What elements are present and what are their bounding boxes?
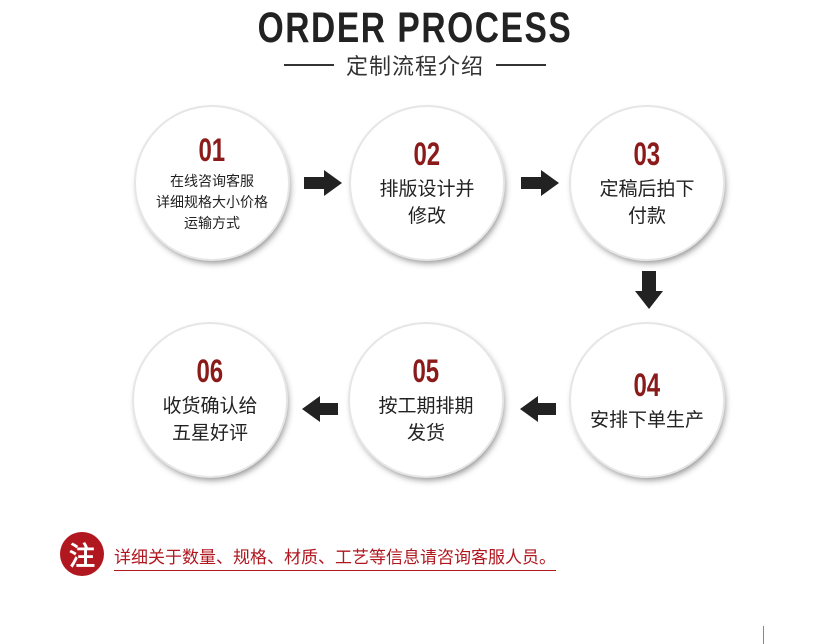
step-text: 在线咨询客服 详细规格大小价格 运输方式 xyxy=(156,172,268,235)
step-text-line: 安排下单生产 xyxy=(589,408,704,431)
step-text-line: 按工期排期 xyxy=(378,395,474,417)
step-text-line: 定稿后拍下 xyxy=(599,178,695,200)
step-text-line: 发货 xyxy=(406,422,445,444)
step-text: 收货确认给 五星好评 xyxy=(162,393,257,447)
step-number: 04 xyxy=(633,366,661,403)
step-04: 04 安排下单生产 xyxy=(571,324,723,476)
step-text: 安排下单生产 xyxy=(590,407,704,434)
step-text: 按工期排期 发货 xyxy=(378,393,473,447)
step-text-line: 修改 xyxy=(407,205,446,227)
step-05: 05 按工期排期 发货 xyxy=(350,324,502,476)
step-text-line: 在线咨询客服 xyxy=(170,173,254,190)
arrow-down-icon xyxy=(635,271,663,309)
step-text-line: 排版设计并 xyxy=(379,178,475,200)
step-number: 02 xyxy=(413,136,441,172)
page-subtitle: 定制流程介绍 xyxy=(345,55,484,80)
subtitle-row: 定制流程介绍 xyxy=(0,48,830,82)
step-text-line: 运输方式 xyxy=(184,215,240,232)
step-06: 06 收货确认给 五星好评 xyxy=(134,324,286,476)
subtitle-divider-right xyxy=(496,64,546,66)
step-number: 06 xyxy=(196,353,224,389)
arrow-left-icon xyxy=(520,396,556,422)
step-text-line: 收货确认给 xyxy=(162,395,258,417)
step-text: 定稿后拍下 付款 xyxy=(599,176,694,230)
step-number: 03 xyxy=(633,136,661,172)
step-03: 03 定稿后拍下 付款 xyxy=(571,107,723,259)
step-text-line: 详细规格大小价格 xyxy=(156,194,268,211)
step-01: 01 在线咨询客服 详细规格大小价格 运输方式 xyxy=(136,107,288,259)
arrow-right-icon xyxy=(521,170,559,196)
step-text-line: 付款 xyxy=(627,205,666,227)
arrow-left-icon xyxy=(302,396,338,422)
note-badge: 注 xyxy=(60,532,104,576)
note-text: 详细关于数量、规格、材质、工艺等信息请咨询客服人员。 xyxy=(114,543,556,571)
subtitle-divider-left xyxy=(283,64,334,66)
step-text-line: 五星好评 xyxy=(171,422,248,444)
step-text: 排版设计并 修改 xyxy=(379,176,474,230)
page-title: ORDER PROCESS xyxy=(257,4,573,52)
step-number: 01 xyxy=(198,131,226,168)
step-number: 05 xyxy=(412,353,440,389)
arrow-right-icon xyxy=(304,170,342,196)
step-02: 02 排版设计并 修改 xyxy=(351,107,503,259)
edge-divider xyxy=(763,626,764,644)
